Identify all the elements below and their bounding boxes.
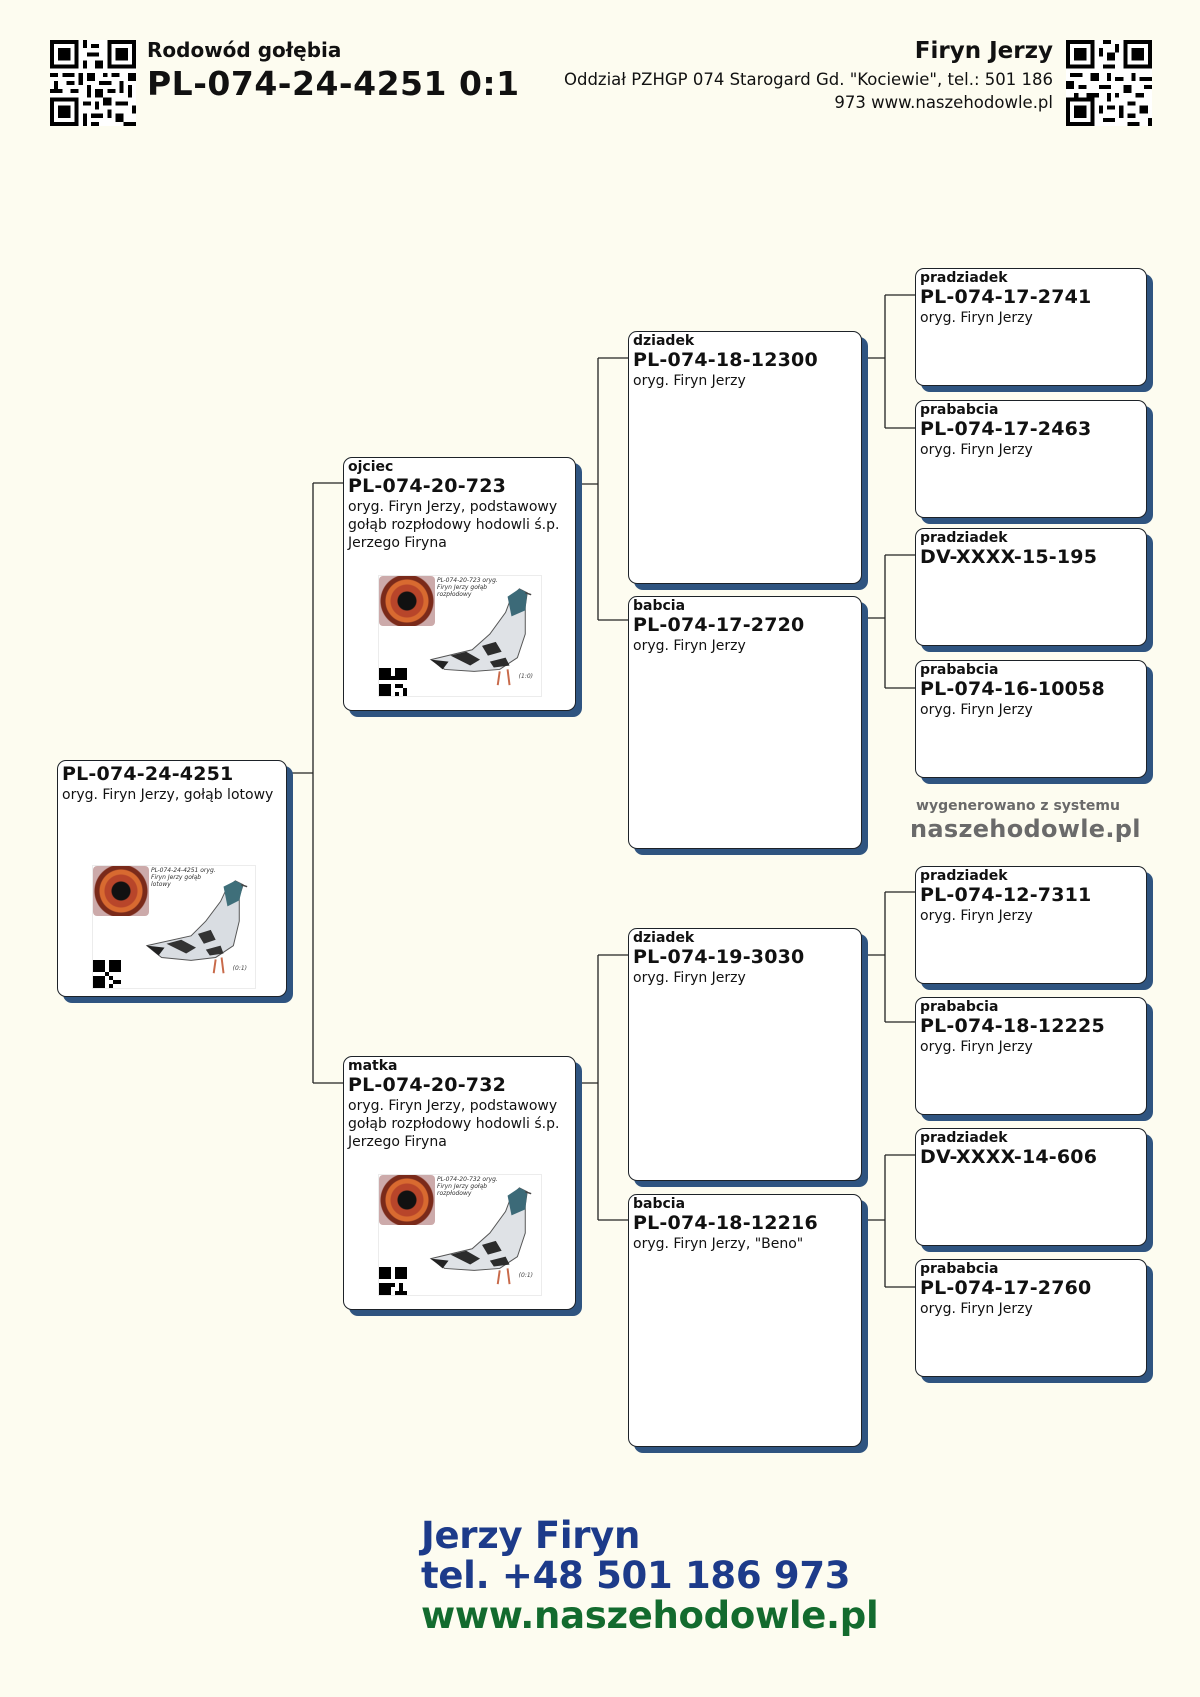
- great-grandparent-card-mff[interactable]: pradziadek PL-074-12-7311 oryg. Firyn Je…: [915, 866, 1147, 984]
- great-grandparent-role: prababcia: [920, 999, 999, 1015]
- connector-subject-parents: [287, 482, 343, 1084]
- paternal-grandfather-role: dziadek: [633, 333, 695, 349]
- eye-photo: [379, 1175, 435, 1225]
- great-grandparent-role: prababcia: [920, 402, 999, 418]
- maternal-grandmother-ring: PL-074-18-12216: [633, 1212, 818, 1234]
- maternal-grandmother-description: oryg. Firyn Jerzy, "Beno": [633, 1236, 804, 1252]
- father-role-label: ojciec: [348, 459, 394, 475]
- great-grandparent-card-mmf[interactable]: pradziadek DV-XXXX-14-606: [915, 1128, 1147, 1246]
- subject-description: oryg. Firyn Jerzy, gołąb lotowy: [62, 787, 274, 803]
- great-grandparent-description: oryg. Firyn Jerzy: [920, 442, 1033, 458]
- great-grandparent-card-mfm[interactable]: prababcia PL-074-18-12225 oryg. Firyn Je…: [915, 997, 1147, 1115]
- pigeon-photo: [423, 1175, 541, 1295]
- great-grandparent-card-fmm[interactable]: prababcia PL-074-16-10058 oryg. Firyn Je…: [915, 660, 1147, 778]
- eye-photo: [379, 576, 435, 626]
- paternal-grandfather-card[interactable]: dziadek PL-074-18-12300 oryg. Firyn Jerz…: [628, 331, 862, 584]
- subject-ring: PL-074-24-4251: [62, 763, 234, 785]
- great-grandparent-role: pradziadek: [920, 530, 1008, 546]
- great-grandparent-role: pradziadek: [920, 270, 1008, 286]
- great-grandparent-ring: PL-074-18-12225: [920, 1015, 1105, 1037]
- document-label: Rodowód gołębia: [147, 38, 342, 62]
- paternal-grandfather-ring: PL-074-18-12300: [633, 349, 818, 371]
- eye-photo: [93, 866, 149, 916]
- mother-photo-score: (0:1): [518, 1272, 533, 1279]
- connector-mm: [862, 1154, 915, 1288]
- great-grandparent-ring: PL-074-17-2741: [920, 286, 1092, 308]
- footer-name: Jerzy Firyn: [421, 1514, 641, 1557]
- mother-card[interactable]: matka PL-074-20-732 oryg. Firyn Jerzy, p…: [343, 1056, 576, 1310]
- header-qr-code-icon: [50, 40, 136, 126]
- breeder-name: Firyn Jerzy: [914, 38, 1053, 64]
- great-grandparent-ring: DV-XXXX-14-606: [920, 1146, 1098, 1168]
- great-grandparent-ring: DV-XXXX-15-195: [920, 546, 1098, 568]
- footer-contact: Jerzy Firyn tel. +48 501 186 973 www.nas…: [421, 1514, 879, 1637]
- father-description: oryg. Firyn Jerzy, podstawowy gołąb rozp…: [348, 499, 560, 551]
- great-grandparent-role: prababcia: [920, 662, 999, 678]
- great-grandparent-ring: PL-074-17-2463: [920, 418, 1092, 440]
- great-grandparent-description: oryg. Firyn Jerzy: [920, 702, 1033, 718]
- connector-mf: [862, 891, 915, 1023]
- paternal-grandmother-role: babcia: [633, 598, 686, 614]
- father-photo-tag: PL-074-20-723 oryg. Firyn Jerzy gołąb ro…: [437, 577, 498, 598]
- paternal-grandfather-description: oryg. Firyn Jerzy: [633, 373, 746, 389]
- connector-father-grandparents: [576, 357, 628, 621]
- great-grandparent-role: pradziadek: [920, 1130, 1008, 1146]
- great-grandparent-role: prababcia: [920, 1261, 999, 1277]
- mother-ring: PL-074-20-732: [348, 1074, 507, 1096]
- maternal-grandmother-role: babcia: [633, 1196, 686, 1212]
- mother-photo[interactable]: PL-074-20-732 oryg. Firyn Jerzy gołąb ro…: [378, 1174, 542, 1296]
- document-ring-number: PL-074-24-4251 0:1: [147, 64, 520, 103]
- pigeon-photo: [137, 866, 255, 986]
- generated-brand: naszehodowle.pl: [910, 815, 1141, 843]
- paternal-grandmother-description: oryg. Firyn Jerzy: [633, 638, 746, 654]
- pigeon-photo: [423, 576, 541, 696]
- maternal-grandfather-role: dziadek: [633, 930, 695, 946]
- father-photo-score: (1:0): [518, 673, 533, 680]
- mother-description: oryg. Firyn Jerzy, podstawowy gołąb rozp…: [348, 1098, 560, 1150]
- great-grandparent-card-fff[interactable]: pradziadek PL-074-17-2741 oryg. Firyn Je…: [915, 268, 1147, 386]
- great-grandparent-role: pradziadek: [920, 868, 1008, 884]
- great-grandparent-description: oryg. Firyn Jerzy: [920, 1039, 1033, 1055]
- great-grandparent-ring: PL-074-12-7311: [920, 884, 1092, 906]
- maternal-grandfather-card[interactable]: dziadek PL-074-19-3030 oryg. Firyn Jerzy: [628, 928, 862, 1181]
- maternal-grandmother-card[interactable]: babcia PL-074-18-12216 oryg. Firyn Jerzy…: [628, 1194, 862, 1447]
- breeder-organization: Oddział PZHGP 074 Starogard Gd. "Kociewi…: [563, 70, 1053, 112]
- maternal-grandfather-description: oryg. Firyn Jerzy: [633, 970, 746, 986]
- subject-photo-tag: PL-074-24-4251 oryg. Firyn Jerzy gołąb l…: [151, 867, 216, 888]
- paternal-grandmother-card[interactable]: babcia PL-074-17-2720 oryg. Firyn Jerzy: [628, 596, 862, 849]
- mother-photo-tag: PL-074-20-732 oryg. Firyn Jerzy gołąb ro…: [437, 1176, 498, 1197]
- great-grandparent-description: oryg. Firyn Jerzy: [920, 310, 1033, 326]
- mother-role-label: matka: [348, 1058, 398, 1074]
- subject-qr-code-icon: [93, 960, 121, 988]
- father-card[interactable]: ojciec PL-074-20-723 oryg. Firyn Jerzy, …: [343, 457, 576, 711]
- great-grandparent-card-ffm[interactable]: prababcia PL-074-17-2463 oryg. Firyn Jer…: [915, 400, 1147, 518]
- breeder-qr-code-icon: [1066, 40, 1152, 126]
- great-grandparent-description: oryg. Firyn Jerzy: [920, 1301, 1033, 1317]
- subject-card[interactable]: PL-074-24-4251 oryg. Firyn Jerzy, gołąb …: [57, 760, 287, 997]
- footer-website-link[interactable]: www.naszehodowle.pl: [421, 1594, 879, 1637]
- father-ring: PL-074-20-723: [348, 475, 507, 497]
- generated-note: wygenerowano z systemu naszehodowle.pl: [910, 797, 1141, 843]
- great-grandparent-ring: PL-074-16-10058: [920, 678, 1105, 700]
- father-qr-code-icon: [379, 668, 407, 696]
- connector-ff: [862, 294, 915, 429]
- connector-fm: [862, 554, 915, 689]
- subject-photo-score: (0:1): [232, 965, 247, 972]
- maternal-grandfather-ring: PL-074-19-3030: [633, 946, 805, 968]
- mother-qr-code-icon: [379, 1267, 407, 1295]
- generated-label: wygenerowano z systemu: [916, 798, 1120, 814]
- great-grandparent-card-mmm[interactable]: prababcia PL-074-17-2760 oryg. Firyn Jer…: [915, 1259, 1147, 1377]
- great-grandparent-description: oryg. Firyn Jerzy: [920, 908, 1033, 924]
- footer-phone: tel. +48 501 186 973: [421, 1554, 851, 1597]
- subject-photo[interactable]: PL-074-24-4251 oryg. Firyn Jerzy gołąb l…: [92, 865, 256, 989]
- father-photo[interactable]: PL-074-20-723 oryg. Firyn Jerzy gołąb ro…: [378, 575, 542, 697]
- great-grandparent-ring: PL-074-17-2760: [920, 1277, 1092, 1299]
- great-grandparent-card-fmf[interactable]: pradziadek DV-XXXX-15-195: [915, 528, 1147, 646]
- connector-mother-grandparents: [576, 954, 628, 1221]
- paternal-grandmother-ring: PL-074-17-2720: [633, 614, 805, 636]
